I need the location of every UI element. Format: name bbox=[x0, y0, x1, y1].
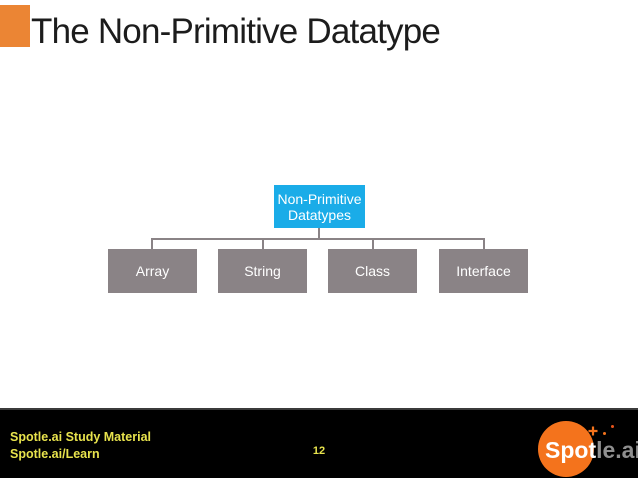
spotle-logo-text: Spotle.ai bbox=[545, 438, 638, 463]
logo-text-primary: Spot bbox=[545, 437, 597, 463]
sparkle-dot-icon bbox=[611, 425, 614, 428]
spotle-logo: Spotle.ai bbox=[530, 410, 638, 478]
footer-credit-line2: Spotle.ai/Learn bbox=[10, 447, 100, 461]
sparkle-plus-icon bbox=[588, 426, 598, 436]
diagram-box-string: String bbox=[218, 249, 307, 293]
diagram-box-array: Array bbox=[108, 249, 197, 293]
footer-credit-line1: Spotle.ai Study Material bbox=[10, 430, 152, 444]
page-number: 12 bbox=[312, 445, 326, 457]
diagram-root-box-non-primitive: Non-Primitive Datatypes bbox=[274, 185, 365, 228]
logo-text-secondary: le.ai bbox=[596, 437, 638, 463]
slide-footer: Spotle.ai Study Material Spotle.ai/Learn… bbox=[0, 408, 638, 478]
sparkle-dot-icon bbox=[603, 432, 606, 435]
footer-credits: Spotle.ai Study Material Spotle.ai/Learn bbox=[10, 429, 151, 463]
title-accent-square bbox=[0, 5, 30, 47]
spotle-logo-circle bbox=[538, 421, 594, 477]
slide-title: The Non-Primitive Datatype bbox=[31, 12, 441, 51]
diagram-box-interface: Interface bbox=[439, 249, 528, 293]
diagram-box-class: Class bbox=[328, 249, 417, 293]
